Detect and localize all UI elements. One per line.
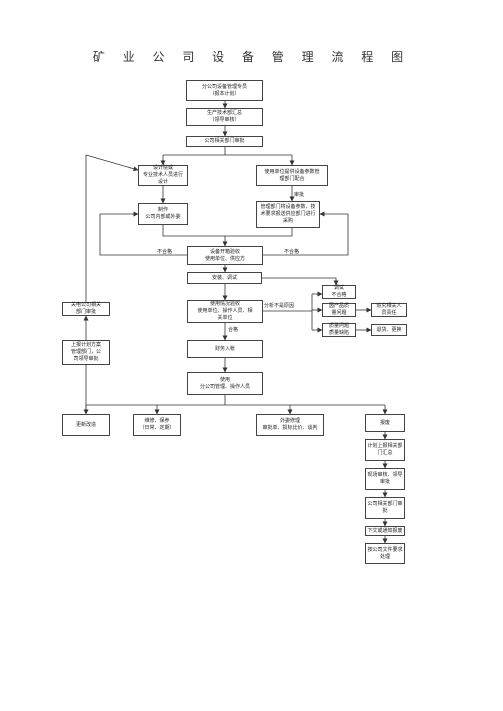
finance-entry-node: 财务入帐 <box>187 340 263 358</box>
pursue-responsibility-node: 追究相关人 员责任 <box>371 303 407 317</box>
debug-fail-node: 调试 不合格 <box>322 285 356 299</box>
maintenance-node: 维修、保养 （日常、定期） <box>133 414 181 436</box>
fail-label-right: 不合格 <box>284 249 300 255</box>
company-review-node: 公司相关部门审批 <box>186 136 263 147</box>
page-title: 矿 业 公 司 设 备 管 理 流 程 图 <box>92 50 411 64</box>
approve-label: 审批 <box>294 192 305 198</box>
supplier-responsibility-node: 因产品质 量问题 <box>322 303 356 317</box>
fabrication-node: 制作 公司内部或外委 <box>138 203 188 225</box>
return-replace-node: 退货、更换 <box>371 324 407 336</box>
plan-proposal-node: 分公司设备管理专员 （报本计划） <box>186 80 263 101</box>
scrap-record-node: 按公司文件要求 处理 <box>365 543 405 564</box>
upper-plan-node: 上报计划方案 管理部门，公 司领导审批 <box>62 340 110 365</box>
outsource-repair-node: 外委修理 审批单、损标比价、谈判 <box>256 414 324 436</box>
post-debug-acceptance-node: 使用情况验收 使用单位、操作人员、相 关单位 <box>187 300 263 323</box>
retrofit-node: 更新改造 <box>62 414 110 436</box>
production-summary-node: 生产技术部汇总 （领导审核） <box>186 108 263 126</box>
procurement-node: 管理部门将设备参数、技 术要求报送供应部门进行 采购 <box>256 201 320 228</box>
usage-node: 使用 分公司管理、操作人员 <box>187 372 263 395</box>
scrap-plan-node: 计划上报相关部 门汇总 <box>365 439 405 461</box>
quality-issue-node: 质量问题 质量缺陷 <box>322 323 356 337</box>
arrival-acceptance-node: 设备开箱验收 使用单位、供应方 <box>187 246 263 265</box>
report-company-node: 关电公司相关 部门审批 <box>62 302 110 316</box>
install-debug-node: 安装、调试 <box>187 272 262 284</box>
pass-label: 合格 <box>228 327 239 333</box>
analyze-cause-label: 分析不是原因 <box>264 303 295 309</box>
scrap-notice-node: 下文或通知报废 <box>365 526 405 536</box>
design-selection-node: 设计院或 专业技术人员进行 设计 <box>138 165 188 186</box>
scrap-dept-approval-node: 公司相关部门审 批 <box>365 497 405 519</box>
fail-label-left: 不合格 <box>157 249 173 255</box>
scrap-node: 报废 <box>365 414 405 432</box>
scrap-review-node: 现场审核、领导 审批 <box>365 468 405 490</box>
user-dept-coordination-node: 使用单位提供设备参数管 理部门配合 <box>256 165 328 186</box>
